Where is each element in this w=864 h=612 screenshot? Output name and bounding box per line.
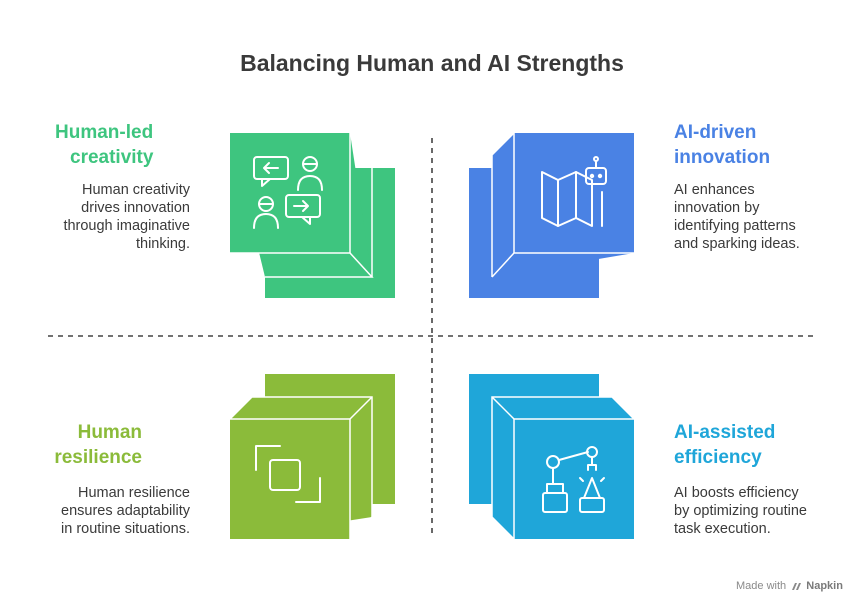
heading-ai-innovation: AI-driven innovation: [674, 120, 844, 170]
desc-line: thinking.: [135, 236, 190, 252]
desc-line: drives innovation: [81, 200, 190, 216]
heading-line: AI-assisted: [674, 422, 776, 443]
desc-human-creativity: Human creativity drives innovation throu…: [40, 181, 190, 253]
desc-line: task execution.: [674, 521, 771, 537]
desc-line: AI enhances: [674, 182, 755, 198]
footer-attribution[interactable]: Made with Napkin: [736, 580, 843, 592]
desc-line: Human resilience: [77, 485, 190, 501]
heading-line: Human-led: [55, 122, 154, 143]
conversation-people-icon: [253, 156, 323, 229]
desc-ai-innovation: AI enhances innovation by identifying pa…: [674, 181, 844, 253]
cube-ai-efficiency: [469, 374, 635, 540]
footer-brand: Napkin: [806, 580, 843, 592]
cube-human-creativity: [230, 132, 395, 298]
desc-line: and sparking ideas.: [674, 236, 800, 252]
map-robot-icon: [541, 156, 607, 227]
cube-ai-innovation: [469, 132, 634, 298]
heading-line: AI-driven: [674, 122, 757, 143]
desc-line: in routine situations.: [61, 521, 190, 537]
desc-line: by optimizing routine: [674, 503, 807, 519]
heading-line: innovation: [674, 147, 771, 168]
heading-line: Human: [77, 422, 142, 443]
layered-squares-icon: [255, 445, 321, 503]
page-title: Balancing Human and AI Strengths: [240, 50, 624, 76]
robot-arm-icon: [542, 446, 605, 513]
desc-line: through imaginative: [63, 218, 190, 234]
desc-ai-efficiency: AI boosts efficiency by optimizing routi…: [674, 484, 849, 538]
heading-line: efficiency: [674, 447, 762, 468]
heading-human-creativity: Human-led creativity: [55, 120, 225, 170]
desc-line: innovation by: [674, 200, 760, 216]
desc-line: AI boosts efficiency: [674, 485, 799, 501]
heading-ai-efficiency: AI-assisted efficiency: [674, 420, 844, 470]
heading-line: resilience: [54, 447, 142, 468]
desc-line: Human creativity: [82, 182, 190, 198]
cube-human-resilience: [229, 374, 395, 540]
footer-made-with: Made with: [736, 580, 787, 592]
desc-line: identifying patterns: [674, 218, 796, 234]
desc-human-resilience: Human resilience ensures adaptability in…: [30, 484, 190, 538]
heading-line: creativity: [70, 147, 154, 168]
desc-line: ensures adaptability: [61, 503, 190, 519]
napkin-logo-icon: [791, 582, 802, 591]
heading-human-resilience: Human resilience: [40, 420, 142, 470]
